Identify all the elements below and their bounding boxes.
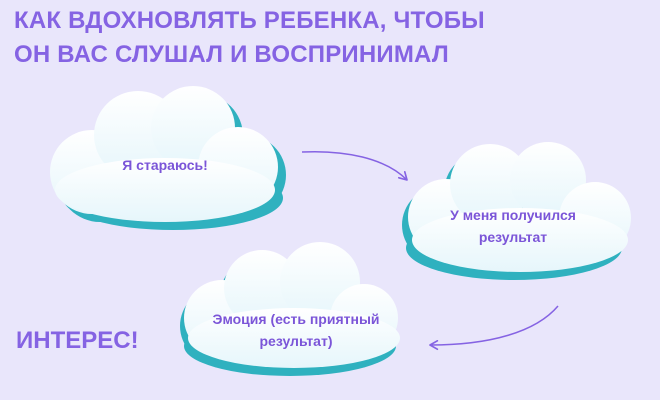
cloud-2-body <box>408 142 631 272</box>
title-line-2: ОН ВАС СЛУШАЛ И ВОСПРИНИМАЛ <box>14 41 449 68</box>
interest-label: ИНТЕРЕС! <box>16 327 139 354</box>
title-line-1: КАК ВДОХНОВЛЯТЬ РЕБЕНКА, ЧТОБЫ <box>14 7 485 34</box>
cloud-1-body <box>50 86 278 222</box>
cloud-3-label: Эмоция (есть приятный результат) <box>212 311 380 349</box>
cloud-1-label: Я стараюсь! <box>122 157 208 173</box>
page-title: КАК ВДОХНОВЛЯТЬ РЕБЕНКА, ЧТОБЫ ОН ВАС СЛ… <box>14 4 634 72</box>
cloud-3-body <box>184 242 400 368</box>
arrow-1-to-2 <box>301 150 408 181</box>
cloud-2 <box>402 142 631 280</box>
cloud-3 <box>180 242 400 376</box>
cloud-1 <box>50 86 286 230</box>
cloud-2-label: У меня получился результат <box>450 207 576 245</box>
arrow-2-to-3 <box>429 305 559 351</box>
